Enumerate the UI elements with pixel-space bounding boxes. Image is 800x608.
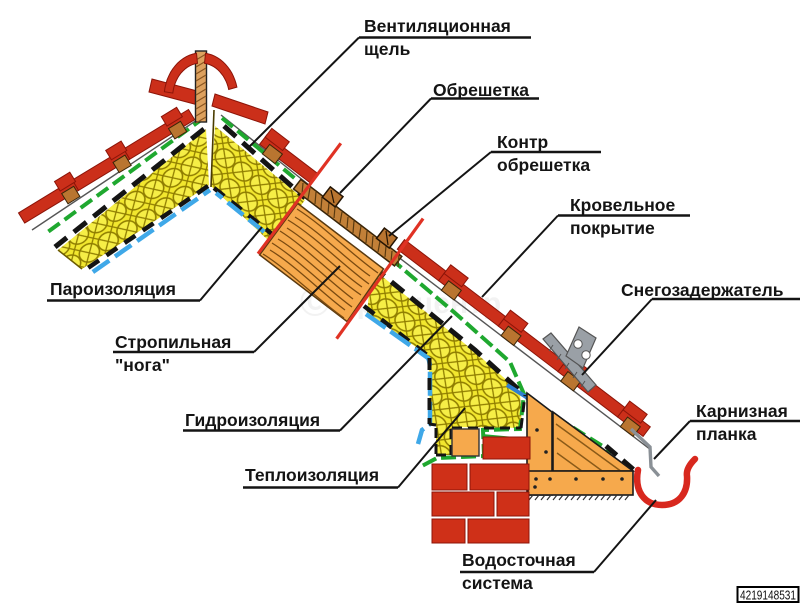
svg-text:Контр: Контр (497, 132, 548, 152)
svg-text:Снегозадержатель: Снегозадержатель (621, 280, 784, 300)
svg-text:"нога": "нога" (115, 355, 170, 375)
svg-text:Теплоизоляция: Теплоизоляция (245, 465, 379, 485)
svg-text:система: система (462, 573, 533, 593)
svg-text:щель: щель (364, 39, 411, 59)
svg-text:Карнизная: Карнизная (696, 401, 788, 421)
svg-text:Вентиляционная: Вентиляционная (364, 16, 511, 36)
svg-text:Гидроизоляция: Гидроизоляция (185, 410, 320, 430)
svg-text:Пароизоляция: Пароизоляция (50, 279, 176, 299)
svg-text:Кровельное: Кровельное (570, 195, 675, 215)
svg-text:Водосточная: Водосточная (462, 550, 576, 570)
svg-text:4219148531: 4219148531 (740, 588, 796, 603)
svg-text:покрытие: покрытие (570, 218, 655, 238)
svg-text:Стропильная: Стропильная (115, 332, 231, 352)
svg-text:Обрешетка: Обрешетка (433, 80, 529, 100)
svg-text:планка: планка (696, 424, 757, 444)
svg-text:обрешетка: обрешетка (497, 155, 590, 175)
